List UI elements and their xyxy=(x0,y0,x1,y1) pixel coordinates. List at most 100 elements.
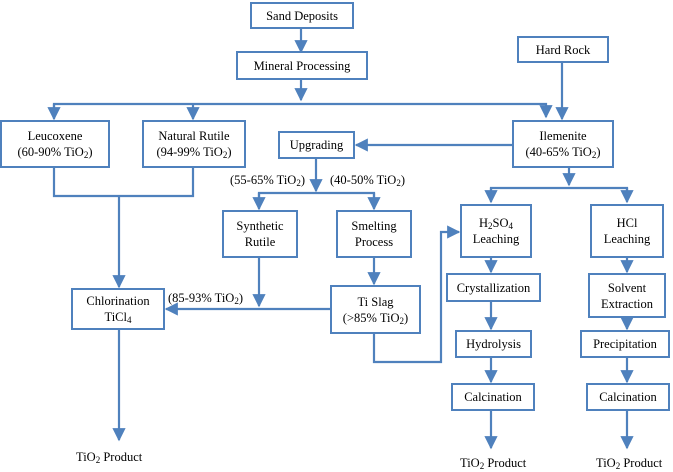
label-upgrade-55-65: (55-65% TiO2) xyxy=(230,172,305,188)
box-line-text: Precipitation xyxy=(593,337,657,351)
box-line-text: Leaching xyxy=(472,232,520,246)
label-text: TiO xyxy=(460,456,480,470)
subscript-text: 4 xyxy=(508,221,514,231)
box-line-text: Hard Rock xyxy=(535,42,591,57)
label-text: ) xyxy=(238,291,244,305)
label-text: (55-65% TiO xyxy=(230,173,297,187)
subscript-text: 2 xyxy=(396,178,401,188)
box-line-text: Leaching xyxy=(603,232,651,246)
label-text: Product xyxy=(100,450,143,464)
label-text: (40-50% TiO xyxy=(330,173,397,187)
box-line-text: Mineral Processing xyxy=(253,58,351,73)
box-line-text: TiCl xyxy=(104,310,127,324)
box-line: Extraction xyxy=(601,296,653,312)
box-line: Synthetic xyxy=(236,218,283,234)
label-text: ) xyxy=(300,173,306,187)
box-line-text: (94-99% TiO xyxy=(156,145,223,159)
box-line: Natural Rutile xyxy=(158,128,229,144)
box-line: TiCl4 xyxy=(105,309,132,325)
box-line: Hydrolysis xyxy=(466,336,521,352)
box-line: (>85% TiO2) xyxy=(343,310,408,326)
label-text: (85-93% TiO xyxy=(168,291,235,305)
box-line: Calcination xyxy=(599,389,657,405)
box-line: Leaching xyxy=(473,231,520,247)
box-line-text: (>85% TiO xyxy=(342,310,400,325)
box-line-text: Sand Deposits xyxy=(266,8,338,23)
label-text: Product xyxy=(620,456,663,470)
subscript-text: 2 xyxy=(296,178,301,188)
arrow-slag-to-h2so4 xyxy=(372,225,461,364)
connector-ilmenite-split xyxy=(489,186,629,200)
box-line: Process xyxy=(355,234,393,250)
box-line: Precipitation xyxy=(593,336,657,352)
crystallization-box: Crystallization xyxy=(446,273,541,302)
box-line: Ti Slag xyxy=(357,294,393,310)
calcination-box-1: Calcination xyxy=(451,383,535,411)
hard-rock-box: Hard Rock xyxy=(517,36,609,63)
box-line-text: Solvent xyxy=(607,280,647,295)
box-line-text: Chlorination xyxy=(86,294,150,308)
box-line-text: Upgrading xyxy=(289,138,344,152)
box-line-text: Calcination xyxy=(599,390,657,404)
box-line: (60-90% TiO2) xyxy=(17,144,92,160)
product-label-right: TiO2 Product xyxy=(596,455,662,471)
box-line: Rutile xyxy=(245,234,276,250)
box-line-text: Leucoxene xyxy=(27,129,83,143)
connector-leuco-rutile xyxy=(52,168,195,198)
subscript-text: 2 xyxy=(234,296,239,306)
subscript-text: 2 xyxy=(615,461,621,471)
box-line: Hard Rock xyxy=(536,42,591,58)
box-line: (94-99% TiO2) xyxy=(156,144,231,160)
box-line-text: Synthetic xyxy=(236,219,284,233)
ti-slag-box: Ti Slag(>85% TiO2) xyxy=(330,285,421,334)
subscript-text: 2 xyxy=(399,315,405,326)
subscript-text: 2 xyxy=(488,221,493,231)
label-text: ) xyxy=(400,173,406,187)
leucoxene-box: Leucoxene(60-90% TiO2) xyxy=(0,120,110,168)
box-line-text: Ti Slag xyxy=(357,294,394,309)
box-line-text: Hydrolysis xyxy=(466,337,521,351)
box-line-text: Smelting xyxy=(351,219,397,233)
label-text: TiO xyxy=(76,450,96,464)
box-line: Upgrading xyxy=(290,137,343,153)
box-line: Solvent xyxy=(608,280,646,296)
box-line-text: Rutile xyxy=(244,235,276,249)
box-line-text: (40-65% TiO xyxy=(525,145,592,159)
connector-bus xyxy=(52,102,553,119)
box-line-text: H xyxy=(478,216,489,230)
label-upgrade-40-50: (40-50% TiO2) xyxy=(330,172,405,188)
box-line-text: ) xyxy=(88,145,93,159)
box-line-text: Natural Rutile xyxy=(158,129,230,143)
label-rutile-85-93: (85-93% TiO2) xyxy=(168,290,243,306)
box-line-text: ) xyxy=(404,310,409,325)
box-line-text: ) xyxy=(596,145,601,159)
hydrolysis-box: Hydrolysis xyxy=(455,330,532,358)
box-line: Leucoxene xyxy=(28,128,83,144)
box-line: Chlorination xyxy=(86,293,149,309)
product-label-left: TiO2 Product xyxy=(76,449,142,465)
subscript-text: 2 xyxy=(83,150,89,160)
calcination-box-2: Calcination xyxy=(586,383,670,411)
box-line: Crystallization xyxy=(457,280,531,296)
box-line: (40-65% TiO2) xyxy=(525,144,600,160)
box-line: Sand Deposits xyxy=(266,8,338,24)
label-text: Product xyxy=(484,456,527,470)
box-line-text: (60-90% TiO xyxy=(17,145,84,159)
box-line-text: Process xyxy=(354,235,394,249)
natural-rutile-box: Natural Rutile(94-99% TiO2) xyxy=(142,120,246,168)
box-line-text: Calcination xyxy=(464,390,522,404)
box-line-text: SO xyxy=(492,216,509,230)
subscript-text: 2 xyxy=(222,150,228,160)
box-line-text: Extraction xyxy=(600,296,654,311)
subscript-text: 2 xyxy=(479,461,485,471)
box-line: Smelting xyxy=(351,218,396,234)
box-line: Mineral Processing xyxy=(254,58,351,74)
precipitation-box: Precipitation xyxy=(580,330,670,358)
box-line-text: Crystallization xyxy=(456,280,531,295)
